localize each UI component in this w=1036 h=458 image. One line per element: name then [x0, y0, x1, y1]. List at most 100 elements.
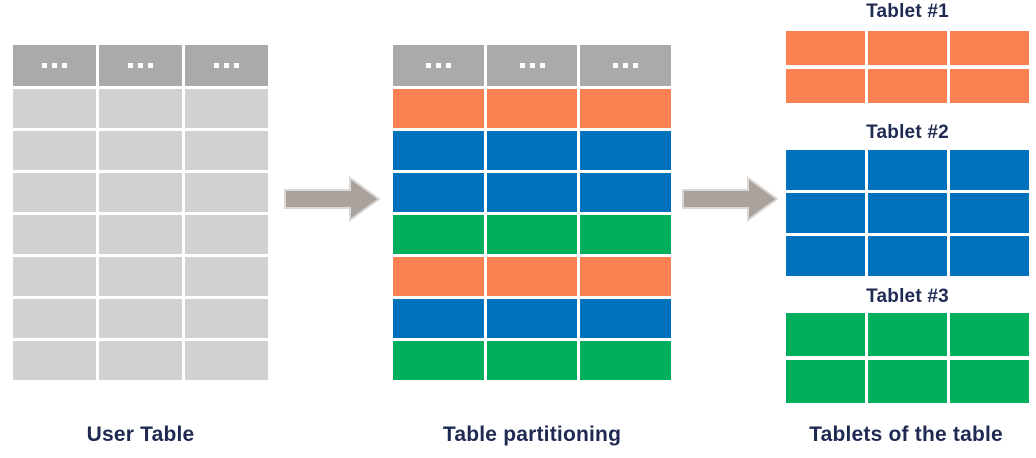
table-row	[393, 215, 672, 254]
ellipsis-dot-icon	[613, 63, 619, 68]
ellipsis-dot-icon	[623, 63, 629, 68]
table-cell	[99, 215, 182, 254]
table-cell	[13, 131, 96, 170]
table-row	[393, 257, 672, 296]
ellipsis-dot-icon	[519, 63, 525, 68]
table-cell	[868, 236, 947, 276]
table-row	[13, 215, 268, 254]
table-row	[786, 150, 1029, 190]
table-row	[13, 257, 268, 296]
table-cell	[99, 89, 182, 128]
table-cell	[950, 31, 1029, 65]
ellipsis-dot-icon	[52, 63, 57, 68]
table-cell	[950, 69, 1029, 103]
table-cell	[786, 236, 865, 276]
table-cell	[580, 257, 672, 296]
table-cell	[486, 215, 578, 254]
table-cell	[393, 215, 484, 254]
table-row	[13, 299, 268, 338]
table-cell	[786, 313, 865, 356]
table-cell	[185, 299, 268, 338]
table-row	[786, 360, 1029, 403]
tablet-1-table	[786, 31, 1029, 103]
table-cell	[393, 299, 484, 338]
table-cell	[580, 215, 672, 254]
header-cell-ellipsis	[486, 45, 578, 86]
table-row	[786, 31, 1029, 65]
table-cell	[13, 89, 96, 128]
table-cell	[580, 131, 672, 170]
table-row	[13, 173, 268, 212]
table-row	[393, 173, 672, 212]
ellipsis-dot-icon	[214, 63, 219, 68]
table-row	[393, 299, 672, 338]
table-cell	[786, 69, 865, 103]
table-cell	[185, 257, 268, 296]
table-cell	[580, 173, 672, 212]
ellipsis-dot-icon	[138, 63, 143, 68]
ellipsis-dot-icon	[62, 63, 67, 68]
table-cell	[393, 173, 484, 212]
table-cell	[950, 313, 1029, 356]
table-cell	[99, 299, 182, 338]
table-cell	[185, 131, 268, 170]
table-header-row	[393, 45, 672, 86]
ellipsis-dot-icon	[128, 63, 133, 68]
table-row	[393, 89, 672, 128]
user-table-caption: User Table	[86, 423, 195, 446]
table-cell	[99, 131, 182, 170]
table-cell	[99, 341, 182, 380]
table-cell	[950, 360, 1029, 403]
table-cell	[868, 313, 947, 356]
ellipsis-dot-icon	[148, 63, 153, 68]
table-cell	[393, 89, 484, 128]
header-cell-ellipsis	[580, 45, 672, 86]
table-cell	[99, 257, 182, 296]
table-cell	[185, 89, 268, 128]
table-cell	[486, 299, 578, 338]
tablet-2-table	[786, 150, 1029, 276]
table-cell	[580, 299, 672, 338]
partitioned-table	[393, 45, 672, 380]
tablet-3-title: Tablet #3	[866, 286, 949, 307]
header-cell-ellipsis	[185, 45, 268, 86]
table-row	[786, 193, 1029, 233]
table-cell	[580, 89, 672, 128]
table-row	[786, 236, 1029, 276]
tablet-2-title: Tablet #2	[866, 122, 949, 143]
header-cell-ellipsis	[99, 45, 182, 86]
ellipsis-dot-icon	[529, 63, 535, 68]
table-cell	[393, 341, 484, 380]
table-cell	[580, 341, 672, 380]
table-row	[13, 131, 268, 170]
table-cell	[868, 193, 947, 233]
table-cell	[950, 193, 1029, 233]
ellipsis-dot-icon	[633, 63, 639, 68]
arrow-right-icon	[682, 176, 779, 227]
table-cell	[950, 150, 1029, 190]
table-cell	[486, 173, 578, 212]
table-cell	[99, 173, 182, 212]
ellipsis-dot-icon	[42, 63, 47, 68]
tablet-1-title: Tablet #1	[866, 1, 949, 22]
tablet-3-table	[786, 313, 1029, 403]
table-cell	[868, 69, 947, 103]
table-cell	[486, 257, 578, 296]
table-row	[13, 89, 268, 128]
table-cell	[786, 150, 865, 190]
header-cell-ellipsis	[393, 45, 484, 86]
table-cell	[868, 31, 947, 65]
ellipsis-dot-icon	[539, 63, 545, 68]
ellipsis-dot-icon	[234, 63, 239, 68]
partitioning-caption: Table partitioning	[442, 423, 622, 446]
tablets-caption: Tablets of the table	[809, 423, 1003, 446]
table-cell	[185, 215, 268, 254]
table-cell	[13, 257, 96, 296]
table-cell	[393, 131, 484, 170]
table-cell	[393, 257, 484, 296]
ellipsis-dot-icon	[435, 63, 441, 68]
table-row	[393, 341, 672, 380]
table-row	[393, 131, 672, 170]
table-cell	[486, 341, 578, 380]
